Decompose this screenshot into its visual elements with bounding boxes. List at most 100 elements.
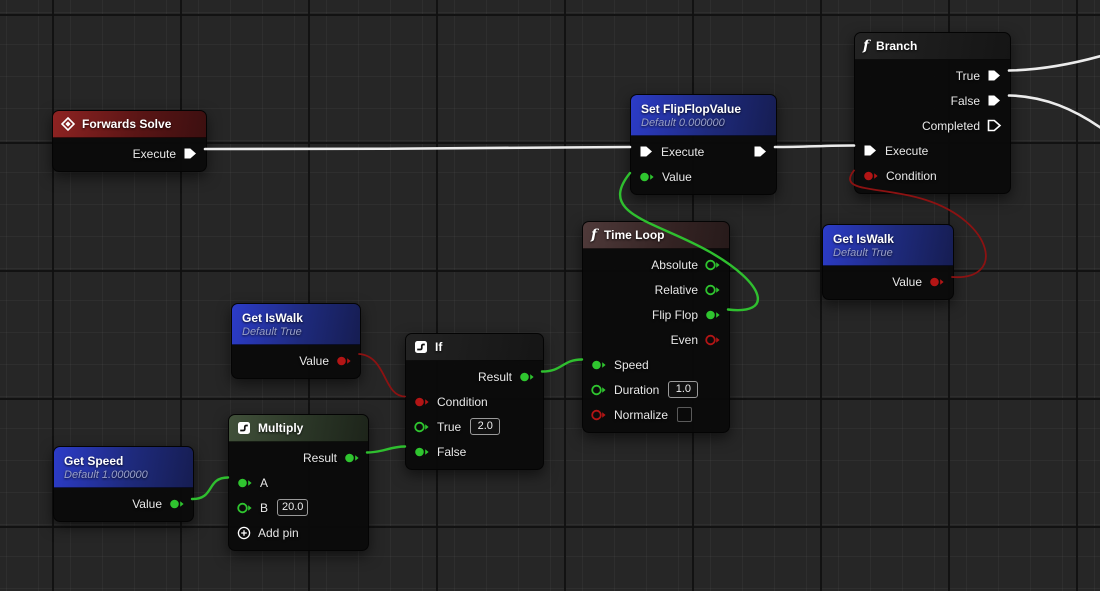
- pin-label: Execute: [661, 144, 705, 159]
- pin-label: A: [260, 475, 269, 490]
- pin-label: False: [950, 93, 980, 108]
- float-output-pin[interactable]: [344, 452, 360, 464]
- wire-float-getspeed-value-to-multiply-a[interactable]: [190, 476, 230, 501]
- node-title: Time Loop: [604, 228, 665, 242]
- float-input-pin[interactable]: [237, 502, 253, 514]
- float-output-pin[interactable]: [705, 284, 721, 296]
- step-function-icon: [415, 341, 427, 353]
- exec-output-pin[interactable]: [987, 69, 1002, 82]
- pin-label: B: [260, 500, 269, 515]
- node-multiply[interactable]: Multiply Result A B 20.0 Add pin: [228, 414, 369, 551]
- value-input[interactable]: 2.0: [470, 418, 501, 435]
- float-output-pin[interactable]: [705, 259, 721, 271]
- node-subtitle: Default 1.000000: [64, 468, 148, 481]
- pin-label: Completed: [921, 118, 980, 133]
- wire-float-if-result-to-timeloop-speed[interactable]: [540, 358, 584, 373]
- node-header[interactable]: Get Speed Default 1.000000: [54, 447, 193, 488]
- node-branch[interactable]: f Branch True False Completed Execute: [854, 32, 1011, 194]
- pin-label: True: [437, 419, 462, 434]
- node-get-iswalk-left[interactable]: Get IsWalk Default True Value: [231, 303, 361, 379]
- wire-float-multiply-result-to-if-false[interactable]: [365, 445, 407, 454]
- node-time-loop[interactable]: f Time Loop Absolute Relative Flip Flop …: [582, 221, 730, 433]
- value-input[interactable]: 20.0: [277, 499, 309, 516]
- node-title: Set FlipFlopValue: [641, 101, 742, 116]
- pin-label: Result: [302, 450, 337, 465]
- wire-bool-getiswalk-left-to-if-condition[interactable]: [358, 353, 406, 398]
- exec-output-pin[interactable]: [183, 147, 198, 160]
- add-pin-button[interactable]: Add pin: [229, 520, 368, 545]
- pin-label: Relative: [654, 282, 698, 297]
- node-header[interactable]: Forwards Solve: [53, 111, 206, 138]
- float-output-pin[interactable]: [705, 309, 721, 321]
- node-title: Multiply: [258, 421, 304, 435]
- exec-output-pin[interactable]: [987, 94, 1002, 107]
- node-header[interactable]: Get IsWalk Default True: [823, 225, 953, 266]
- bool-input-pin[interactable]: [863, 170, 879, 182]
- node-title: Get IsWalk: [242, 310, 303, 325]
- bool-input-pin[interactable]: [414, 396, 430, 408]
- float-input-pin[interactable]: [414, 421, 430, 433]
- pin-label: Result: [477, 369, 512, 384]
- node-set-flipflopvalue[interactable]: Set FlipFlopValue Default 0.000000 Execu…: [630, 94, 777, 195]
- bool-output-pin[interactable]: [929, 276, 945, 288]
- node-header[interactable]: Get IsWalk Default True: [232, 304, 360, 345]
- node-title: Get Speed: [64, 453, 124, 468]
- node-header[interactable]: Multiply: [229, 415, 368, 442]
- node-get-speed[interactable]: Get Speed Default 1.000000 Value: [53, 446, 194, 522]
- pin-label: Speed: [614, 357, 649, 372]
- event-diamond-icon: [61, 117, 75, 131]
- float-input-pin[interactable]: [591, 384, 607, 396]
- float-input-pin[interactable]: [639, 171, 655, 183]
- node-if[interactable]: If Result Condition True 2.0 False: [405, 333, 544, 470]
- exec-input-pin[interactable]: [863, 144, 878, 157]
- node-header[interactable]: If: [406, 334, 543, 361]
- pin-label: Value: [299, 353, 329, 368]
- value-input[interactable]: 1.0: [668, 381, 699, 398]
- node-header[interactable]: Set FlipFlopValue Default 0.000000: [631, 95, 776, 136]
- add-pin-label: Add pin: [258, 525, 299, 540]
- node-subtitle: Default 0.000000: [641, 116, 725, 129]
- function-icon: f: [863, 38, 870, 54]
- add-pin-icon: [237, 526, 251, 539]
- float-input-pin[interactable]: [414, 446, 430, 458]
- pin-label: Execute: [885, 143, 929, 158]
- exec-output-pin[interactable]: [987, 119, 1002, 132]
- float-output-pin[interactable]: [169, 498, 185, 510]
- wire-exec-forwardssolve-to-setflipflopvalue[interactable]: [203, 145, 632, 151]
- float-output-pin[interactable]: [519, 371, 535, 383]
- wire-exec-branch-false-offscreen[interactable]: [1007, 94, 1100, 129]
- node-forwards-solve[interactable]: Forwards Solve Execute: [52, 110, 207, 172]
- function-icon: f: [591, 227, 598, 243]
- bool-output-pin[interactable]: [336, 355, 352, 367]
- pin-label: Value: [892, 274, 922, 289]
- exec-output-pin[interactable]: [753, 145, 768, 158]
- node-get-iswalk-right[interactable]: Get IsWalk Default True Value: [822, 224, 954, 300]
- pin-label: Condition: [886, 168, 937, 183]
- pin-label: Absolute: [651, 257, 698, 272]
- pin-label: Duration: [614, 382, 660, 397]
- exec-input-pin[interactable]: [639, 145, 654, 158]
- node-title: Branch: [876, 39, 918, 53]
- node-header[interactable]: f Branch: [855, 33, 1010, 60]
- pin-label: Condition: [437, 394, 488, 409]
- pin-label: Flip Flop: [651, 307, 698, 322]
- wire-exec-setflipflopvalue-to-branch[interactable]: [773, 144, 856, 149]
- float-input-pin[interactable]: [591, 359, 607, 371]
- pin-label: Execute: [132, 146, 176, 161]
- pin-label: Value: [132, 496, 162, 511]
- node-title: If: [435, 340, 443, 354]
- normalize-checkbox[interactable]: [677, 407, 693, 422]
- pin-label: Normalize: [614, 407, 669, 422]
- pin-label: Even: [670, 332, 698, 347]
- node-subtitle: Default True: [833, 246, 893, 259]
- float-input-pin[interactable]: [237, 477, 253, 489]
- wire-exec-branch-true-offscreen[interactable]: [1007, 54, 1100, 72]
- step-function-icon: [238, 422, 250, 434]
- node-title: Get IsWalk: [833, 231, 894, 246]
- bool-input-pin[interactable]: [591, 409, 607, 421]
- bool-output-pin[interactable]: [705, 334, 721, 346]
- node-title: Forwards Solve: [82, 117, 172, 131]
- node-header[interactable]: f Time Loop: [583, 222, 729, 249]
- pin-label: Value: [662, 169, 692, 184]
